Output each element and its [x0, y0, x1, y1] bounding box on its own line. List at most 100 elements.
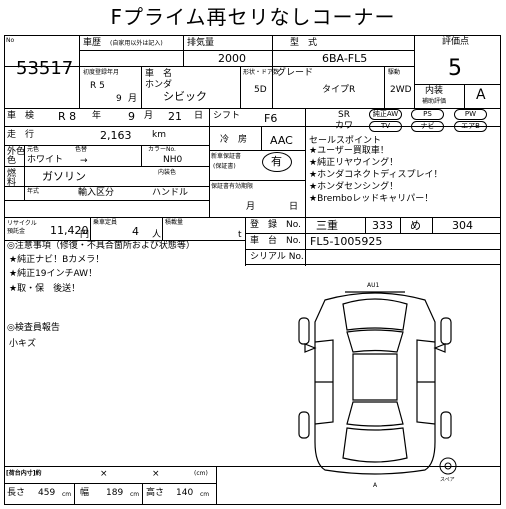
cargo-x1: × [100, 469, 108, 479]
diagram-mark: AU1 [367, 282, 380, 289]
note-3: ★取・保 後送！ [9, 284, 81, 294]
diagram-bottom-label: A [373, 482, 378, 489]
first-reg-month-unit: 月 [128, 94, 138, 104]
recycle-unit: 円 [80, 230, 90, 240]
inspection-day: 21 [168, 110, 182, 123]
warranty-month-unit: 月 [246, 202, 256, 212]
note-2: ★純正19インチAW！ [9, 269, 98, 279]
length-unit: cm [62, 491, 72, 498]
width-value: 189 [106, 488, 124, 498]
equip-leather: 純正AW [369, 109, 402, 120]
inspection-month-unit: 月 [144, 111, 154, 121]
sales-point-2: ★純正リヤウイング！ [309, 158, 399, 168]
record-label2: (保証書) [213, 163, 236, 170]
mileage-label: 走 行 [7, 130, 35, 140]
sales-point-1: ★ユーザー買取車！ [309, 146, 389, 156]
equip-pw: PW [454, 109, 487, 120]
shape-value: 5D [254, 85, 267, 95]
inspection-day-unit: 日 [194, 111, 204, 121]
equip-cover: カワ [335, 121, 354, 131]
grade-value: タイプR [322, 85, 356, 95]
shift-label: シフト [213, 111, 241, 121]
interior-color-label: 内装色 [158, 169, 177, 176]
height-value: 140 [176, 488, 194, 498]
vehicle-label: 車 名 [145, 69, 173, 79]
car-diagram [298, 291, 452, 475]
cargo-label: [荷台内寸]約 [6, 470, 42, 477]
equip-navi: ナビ [411, 121, 444, 132]
color-arrow: → [80, 156, 88, 166]
inspection-month: 9 [128, 110, 135, 123]
fuel-label: 燃料 [7, 169, 17, 188]
spare-tire-icon [439, 457, 457, 475]
capacity-label: 乗車定員 [93, 219, 118, 226]
length-value: 459 [38, 488, 56, 498]
color-label-bottom: 色 [7, 156, 17, 166]
form-frame [4, 35, 501, 505]
model-label: 型 式 [290, 38, 318, 48]
registration-kana: め [410, 219, 421, 232]
width-label: 幅 [80, 488, 90, 498]
registration-area: 三重 [316, 219, 338, 232]
shift-value: F6 [264, 112, 278, 125]
record-label: 新車保証書 [211, 153, 242, 160]
registration-label: 登 録 No. [250, 220, 301, 230]
sales-point-4: ★ホンダセンシング！ [309, 182, 399, 192]
load-unit: t [238, 230, 242, 240]
drive-label: 駆動 [388, 69, 401, 76]
recycle-label: リサイクル預託金 [7, 220, 37, 235]
cargo-x2: × [152, 469, 160, 479]
height-unit: cm [200, 491, 210, 498]
vehicle-maker: ホンダ [145, 80, 173, 90]
inspection-label: 車 検 [7, 111, 35, 121]
length-label: 長さ [7, 488, 26, 498]
history-label: 車歴 [83, 38, 102, 48]
equip-ps: PS [411, 109, 444, 120]
inspector-value: 小キズ [9, 339, 37, 349]
import-label: 輸入区分 [78, 188, 115, 198]
lot-label: No [6, 37, 15, 44]
notes-label: ◎注意事項（修復・不具合箇所および状態等） [7, 241, 195, 251]
record-value: 有 [271, 155, 282, 168]
color-value: ホワイト [27, 155, 64, 165]
drive-value: 2WD [390, 85, 412, 95]
serial-label: シリアル No. [250, 252, 304, 262]
color-code: NH0 [163, 155, 183, 165]
height-label: 高さ [146, 488, 165, 498]
ac-value: AAC [270, 134, 293, 147]
color-original-label: 元色 [27, 146, 40, 153]
equip-sr: SR [338, 110, 350, 120]
capacity-unit: 人 [152, 230, 162, 240]
warranty-day-unit: 日 [289, 202, 299, 212]
displacement-value: 2000 [218, 52, 246, 65]
color-code-label: カラーNo. [148, 146, 176, 153]
lot-number: 53517 [16, 58, 74, 79]
inspector-label: ◎検査員報告 [7, 323, 60, 333]
width-unit: cm [130, 491, 140, 498]
chassis-label: 車 台 No. [250, 236, 301, 246]
interior-label: 内装 [425, 86, 444, 96]
page-title: Fプライム再セリなしコーナー [110, 5, 396, 29]
fuel-value: ガソリン [42, 170, 86, 183]
ac-label: 冷 房 [220, 135, 248, 145]
handle-label: ハンドル [152, 188, 189, 198]
mileage-unit: km [152, 130, 166, 140]
score-value: 5 [448, 56, 462, 81]
sales-point-5: ★Bremboレッドキャリパー！ [309, 194, 434, 204]
shape-label: 形状・ドア数 [243, 69, 280, 76]
spare-label: スペア [440, 477, 455, 483]
first-reg-label: 初度登録年月 [83, 69, 120, 76]
recycle-value: 11,420 [50, 224, 89, 237]
load-label: 積載量 [165, 219, 184, 226]
color-label-top: 外色 [7, 147, 26, 157]
equip-tv: TV [369, 121, 402, 132]
mileage-value: 2,163 [100, 129, 132, 142]
warranty-label: 保証書有効期限 [211, 183, 254, 190]
vehicle-name: シビック [163, 90, 207, 103]
note-1: ★純正ナビ！Bカメラ！ [9, 255, 105, 265]
sales-points-label: セールスポイント [309, 136, 382, 146]
inspection-year-unit: 年 [92, 111, 102, 121]
equip-airbag: エアB [454, 121, 487, 132]
record-circle [262, 152, 292, 172]
import-year-label: 年式 [27, 188, 40, 195]
